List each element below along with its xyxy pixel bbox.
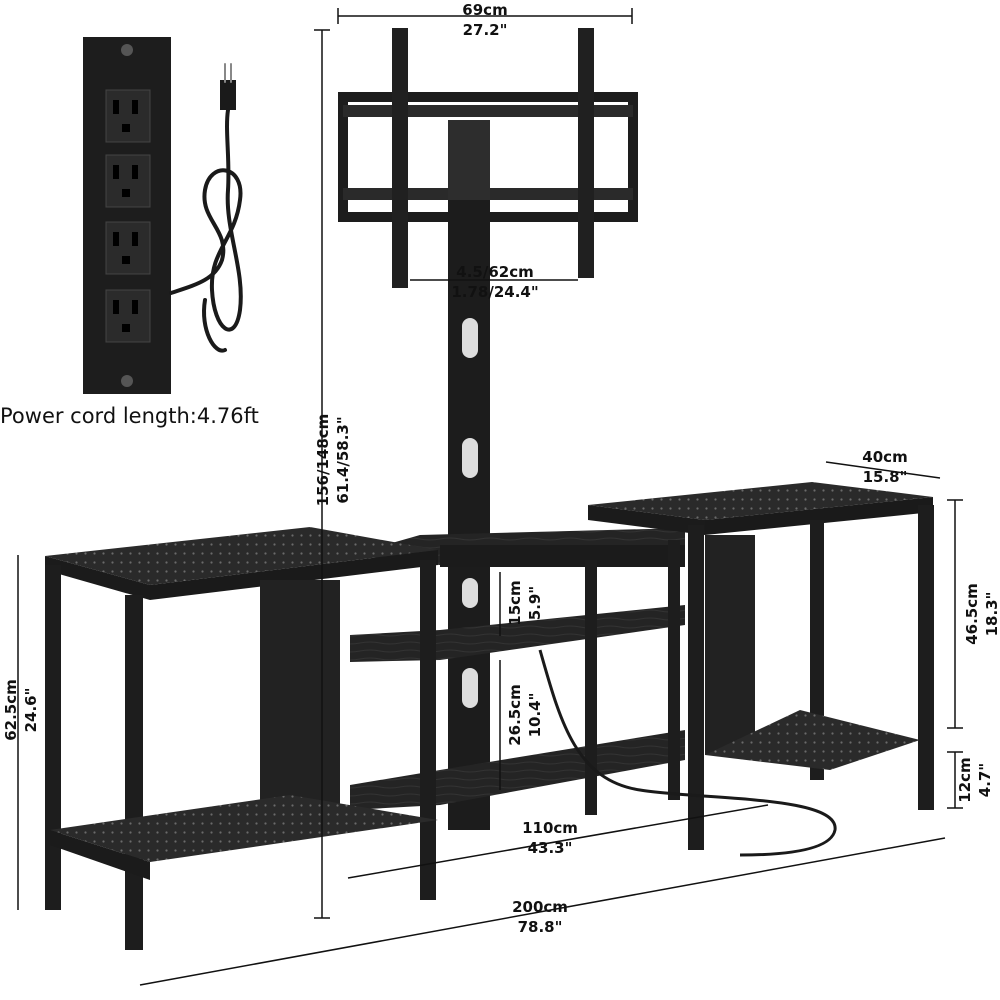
- mount-width-label: 69cm 27.2": [440, 0, 530, 40]
- right-side-table: [588, 482, 934, 850]
- mount-width-imperial: 27.2": [462, 21, 508, 39]
- bottom-shelf-gap-metric: 26.5cm: [506, 684, 524, 746]
- side-height-label: 62.5cm 24.6": [1, 660, 41, 760]
- cable-hole: [462, 578, 478, 608]
- right-table-height-metric: 46.5cm: [963, 583, 981, 645]
- cable-hole: [462, 668, 478, 708]
- center-pole: [448, 200, 490, 830]
- bottom-shelf-gap-imperial: 10.4": [526, 692, 544, 738]
- side-depth-imperial: 15.8": [862, 468, 908, 486]
- left-side-table: [45, 527, 438, 950]
- outlet: [105, 221, 151, 275]
- total-height-imperial: 61.4/58.3": [334, 416, 352, 504]
- side-depth-metric: 40cm: [862, 448, 908, 466]
- tv-mount: [338, 28, 638, 288]
- center-width-imperial: 43.3": [527, 839, 573, 857]
- power-strip: [83, 37, 171, 394]
- right-table-height-label: 46.5cm 18.3": [962, 564, 1000, 664]
- dimension-lines: [17, 8, 963, 986]
- middle-shelf-gap-metric: 15cm: [506, 580, 524, 626]
- bottom-shelf-gap-label: 26.5cm 10.4": [505, 670, 545, 760]
- center-width-metric: 110cm: [522, 819, 578, 837]
- total-height-metric: 156/148cm: [314, 413, 332, 507]
- total-height-label: 156/148cm 61.4/58.3": [313, 385, 353, 535]
- right-table-height-imperial: 18.3": [983, 591, 1000, 637]
- side-height-imperial: 24.6": [22, 687, 40, 733]
- console-power-cord: [538, 649, 837, 857]
- power-cord-length-label: Power cord length:4.76ft: [0, 404, 259, 428]
- center-width-label: 110cm 43.3": [505, 818, 595, 858]
- middle-shelf-gap-imperial: 5.9": [526, 585, 544, 621]
- side-height-metric: 62.5cm: [2, 679, 20, 741]
- middle-shelf-gap-label: 15cm 5.9": [505, 568, 545, 638]
- total-width-label: 200cm 78.8": [495, 897, 585, 937]
- outlet: [105, 154, 151, 208]
- leg-clearance-imperial: 4.7": [976, 762, 994, 798]
- outlet: [105, 89, 151, 143]
- total-width-imperial: 78.8": [517, 918, 563, 936]
- vesa-range-label: 4.5/62cm 1.78/24.4": [415, 262, 575, 302]
- leg-clearance-label: 12cm 4.7": [955, 745, 995, 815]
- outlet: [105, 289, 151, 343]
- vesa-range-metric: 4.5/62cm: [456, 263, 534, 281]
- leg-clearance-metric: 12cm: [956, 757, 974, 803]
- vesa-range-imperial: 1.78/24.4": [451, 283, 539, 301]
- cable-hole: [462, 318, 478, 358]
- side-depth-label: 40cm 15.8": [840, 447, 930, 487]
- power-cord: [169, 63, 243, 353]
- total-width-metric: 200cm: [512, 898, 568, 916]
- mount-width-metric: 69cm: [462, 1, 508, 19]
- cable-hole: [462, 438, 478, 478]
